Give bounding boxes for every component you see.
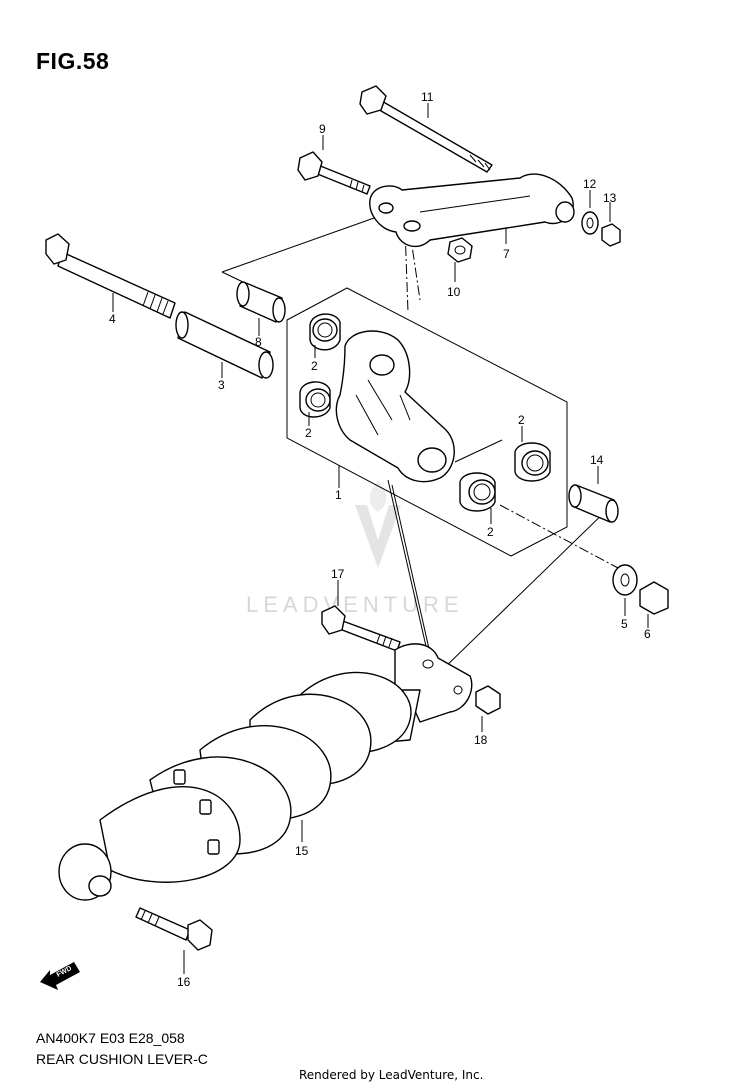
callout-1: 1 — [335, 488, 342, 502]
part-18-nut — [475, 685, 501, 715]
figure-code: AN400K7 E03 E28_058 — [36, 1030, 185, 1046]
part-2-bearing-right-lower — [459, 472, 496, 512]
fwd-arrow-icon: FWD — [40, 962, 80, 990]
callout-16: 16 — [177, 975, 191, 989]
part-17-bolt — [321, 605, 401, 652]
part-4-bolt — [45, 233, 176, 319]
part-2-bearing-lower-left — [299, 381, 331, 418]
callout-2-lower-left: 2 — [305, 426, 312, 440]
callout-3: 3 — [218, 378, 225, 392]
callout-14: 14 — [590, 453, 604, 467]
rendered-by-credit: Rendered by LeadVenture, Inc. — [299, 1068, 484, 1082]
watermark-flame-icon — [369, 480, 387, 512]
part-16-bolt — [135, 907, 213, 951]
callout-4: 4 — [109, 312, 116, 326]
part-2-bearing-right-upper — [514, 442, 551, 482]
callout-2-upper-left: 2 — [311, 359, 318, 373]
callout-11: 11 — [421, 90, 434, 104]
lever-assembly-outline — [286, 287, 568, 557]
leadventure-watermark: LEADVENTURE — [246, 480, 464, 617]
leader-lines — [221, 211, 619, 673]
part-6-nut — [639, 581, 669, 615]
watermark-logo-icon — [355, 505, 401, 568]
callout-9: 9 — [319, 122, 326, 136]
callout-2-right-upper: 2 — [518, 413, 525, 427]
callout-leaders — [112, 103, 649, 974]
callout-12: 12 — [583, 177, 597, 191]
part-11-bolt — [359, 85, 493, 173]
figure-name: REAR CUSHION LEVER-C — [36, 1051, 208, 1067]
callout-15: 15 — [295, 844, 309, 858]
part-2-bearing-upper-left — [309, 313, 341, 351]
figure-title: FIG.58 — [36, 48, 110, 74]
callout-labels: 11 9 12 13 7 10 4 8 3 2 2 2 2 1 14 5 6 1… — [109, 90, 651, 989]
callout-6: 6 — [644, 627, 651, 641]
callout-2-right-lower: 2 — [487, 525, 494, 539]
part-8-spacer — [236, 281, 286, 323]
part-9-bolt — [297, 151, 371, 195]
part-15-shock-absorber — [58, 643, 473, 901]
part-5-washer — [612, 564, 638, 596]
callout-18: 18 — [474, 733, 488, 747]
part-13-nut — [601, 223, 621, 247]
part-12-washer — [581, 211, 599, 235]
callout-17: 17 — [331, 567, 345, 581]
part-1-cushion-lever — [335, 330, 455, 483]
part-3-sleeve — [175, 311, 274, 379]
part-10-nut — [447, 237, 473, 263]
callout-8: 8 — [255, 335, 262, 349]
callout-5: 5 — [621, 617, 628, 631]
watermark-text: LEADVENTURE — [246, 592, 464, 617]
part-7-tie-rod — [369, 173, 575, 248]
callout-7: 7 — [503, 247, 510, 261]
callout-10: 10 — [447, 285, 461, 299]
callout-13: 13 — [603, 191, 617, 205]
bolt-head-icon — [359, 85, 387, 115]
part-14-spacer — [568, 484, 619, 523]
